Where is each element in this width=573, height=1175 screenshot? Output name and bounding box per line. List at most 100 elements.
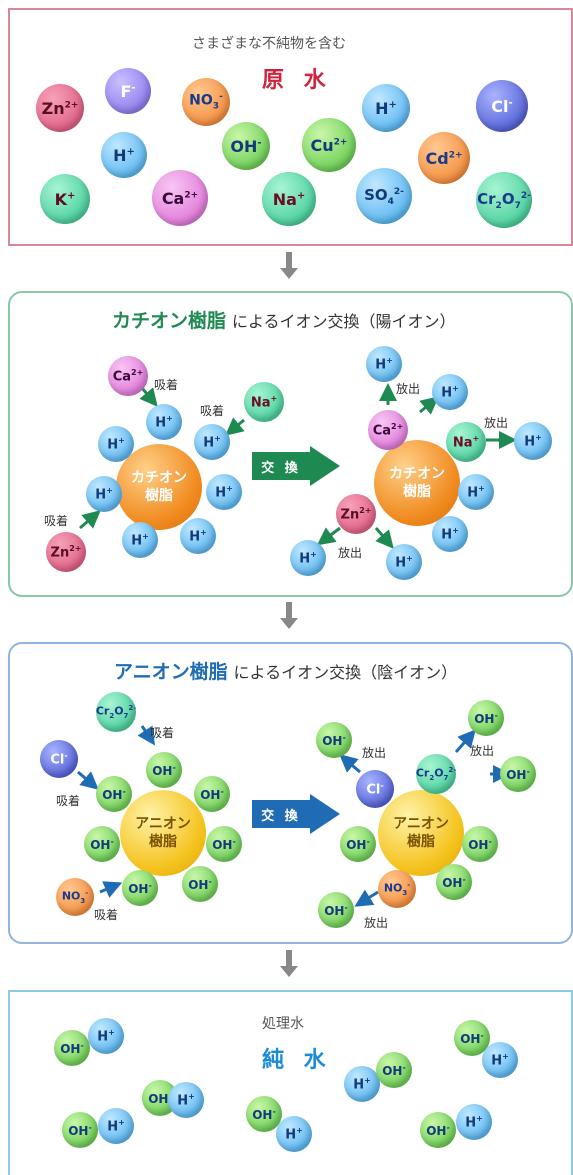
ion-cl: Cl-: [356, 770, 394, 808]
ion-h: H+: [276, 1116, 312, 1152]
ion-h: H+: [432, 516, 468, 552]
ion-h: H+: [366, 346, 402, 382]
label-adsorb: 吸着: [200, 404, 225, 418]
ion-oh: OH-: [462, 826, 498, 862]
ion-oh: OH-: [318, 892, 354, 928]
ion-cd: Cd2+: [418, 132, 470, 184]
ion-oh: OH-: [146, 752, 182, 788]
ion-h: H+: [458, 474, 494, 510]
ion-so4: SO42-: [356, 168, 412, 224]
pure-title: 純 水: [262, 1048, 332, 1073]
flow-arrow-2: [286, 602, 292, 620]
anion-heading: アニオン樹脂 によるイオン交換（陰イオン）: [114, 661, 458, 683]
label-release: 放出: [362, 746, 387, 760]
ion-oh: OH-: [54, 1030, 90, 1066]
ion-h: H+: [362, 84, 410, 132]
ion-oh: OH-: [96, 776, 132, 812]
ion-h: H+: [168, 1082, 204, 1118]
pure-subtitle: 処理水: [262, 1016, 304, 1032]
ion-h: H+: [180, 518, 216, 554]
ion-cr2o7: Cr2O72-: [476, 172, 532, 228]
ion-oh: OH-: [316, 722, 352, 758]
ion-h: H+: [88, 1018, 124, 1054]
ion-h: H+: [386, 544, 422, 580]
ion-na: Na+: [446, 422, 486, 462]
ion-oh: OH-: [340, 826, 376, 862]
ion-cl: Cl-: [476, 80, 528, 132]
ion-oh: OH-: [194, 776, 230, 812]
ion-h: H+: [98, 1108, 134, 1144]
label-adsorb: 吸着: [150, 726, 175, 740]
ion-oh: OH-: [222, 122, 270, 170]
flow-arrow-3: [286, 950, 292, 968]
ion-zn: Zn2+: [46, 532, 86, 572]
label-adsorb: 吸着: [44, 514, 69, 528]
flow-arrow-1-head: [280, 268, 298, 279]
ion-f: F-: [105, 68, 151, 114]
ion-no3: NO3-: [182, 78, 230, 126]
anion-resin-before: アニオン 樹脂: [120, 790, 206, 876]
ion-h: H+: [122, 522, 158, 558]
ion-oh: OH-: [84, 826, 120, 862]
ion-cu: Cu2+: [302, 118, 356, 172]
ion-h: H+: [146, 404, 182, 440]
ion-oh: OH-: [246, 1096, 282, 1132]
anion-exchange-arrow: 交 換: [252, 794, 340, 834]
ion-ca: Ca2+: [152, 170, 208, 226]
ion-h: H+: [194, 424, 230, 460]
label-release: 放出: [470, 744, 495, 758]
ion-oh: OH-: [468, 700, 504, 736]
cation-heading: カチオン樹脂 によるイオン交換（陽イオン）: [112, 310, 456, 332]
flow-arrow-3-head: [280, 966, 298, 977]
exchange-label: 交 換: [252, 800, 310, 828]
ion-h: H+: [86, 476, 122, 512]
ion-na: Na+: [244, 382, 284, 422]
flow-arrow-1: [286, 252, 292, 270]
exchange-label: 交 換: [252, 452, 310, 480]
cation-exchange-arrow: 交 換: [252, 446, 340, 486]
label-adsorb: 吸着: [56, 794, 81, 808]
ion-zn: Zn2+: [36, 84, 84, 132]
ion-oh: OH-: [122, 870, 158, 906]
ion-h: H+: [101, 132, 147, 178]
flow-arrow-2-head: [280, 618, 298, 629]
ion-no3: NO3-: [56, 878, 94, 916]
cation-resin-after: カチオン 樹脂: [374, 440, 460, 526]
label-adsorb: 吸着: [94, 908, 119, 922]
ion-k: K+: [40, 174, 90, 224]
raw-title: 原 水: [262, 68, 332, 93]
ion-no3: NO3-: [378, 870, 416, 908]
exchange-arrow-tip: [310, 446, 340, 486]
ion-oh: OH-: [182, 866, 218, 902]
ion-oh: OH-: [436, 864, 472, 900]
ion-oh: OH-: [206, 826, 242, 862]
ion-oh: OH-: [376, 1052, 412, 1088]
ion-ca: Ca2+: [368, 410, 408, 450]
label-adsorb: 吸着: [154, 378, 179, 392]
ion-oh: OH-: [500, 756, 536, 792]
cation-resin-before: カチオン 樹脂: [116, 444, 202, 530]
ion-h: H+: [98, 426, 134, 462]
label-release: 放出: [364, 916, 389, 930]
ion-ca: Ca2+: [108, 356, 148, 396]
exchange-arrow-tip: [310, 794, 340, 834]
ion-h: H+: [344, 1066, 380, 1102]
anion-resin-after: アニオン 樹脂: [378, 790, 464, 876]
ion-cr2o7: Cr2O72-: [416, 754, 456, 794]
raw-subtitle: さまざまな不純物を含む: [192, 36, 346, 52]
ion-oh: OH-: [420, 1112, 456, 1148]
label-release: 放出: [338, 546, 363, 560]
label-release: 放出: [396, 382, 421, 396]
label-release: 放出: [484, 416, 509, 430]
ion-h: H+: [432, 374, 468, 410]
ion-h: H+: [514, 422, 552, 460]
ion-cr2o7: Cr2O72-: [96, 692, 136, 732]
ion-oh: OH-: [62, 1112, 98, 1148]
ion-h: H+: [482, 1042, 518, 1078]
ion-na: Na+: [262, 172, 316, 226]
ion-h: H+: [456, 1104, 492, 1140]
ion-cl: Cl-: [40, 740, 78, 778]
ion-h: H+: [206, 474, 242, 510]
ion-zn: Zn2+: [336, 494, 376, 534]
ion-h: H+: [290, 540, 326, 576]
